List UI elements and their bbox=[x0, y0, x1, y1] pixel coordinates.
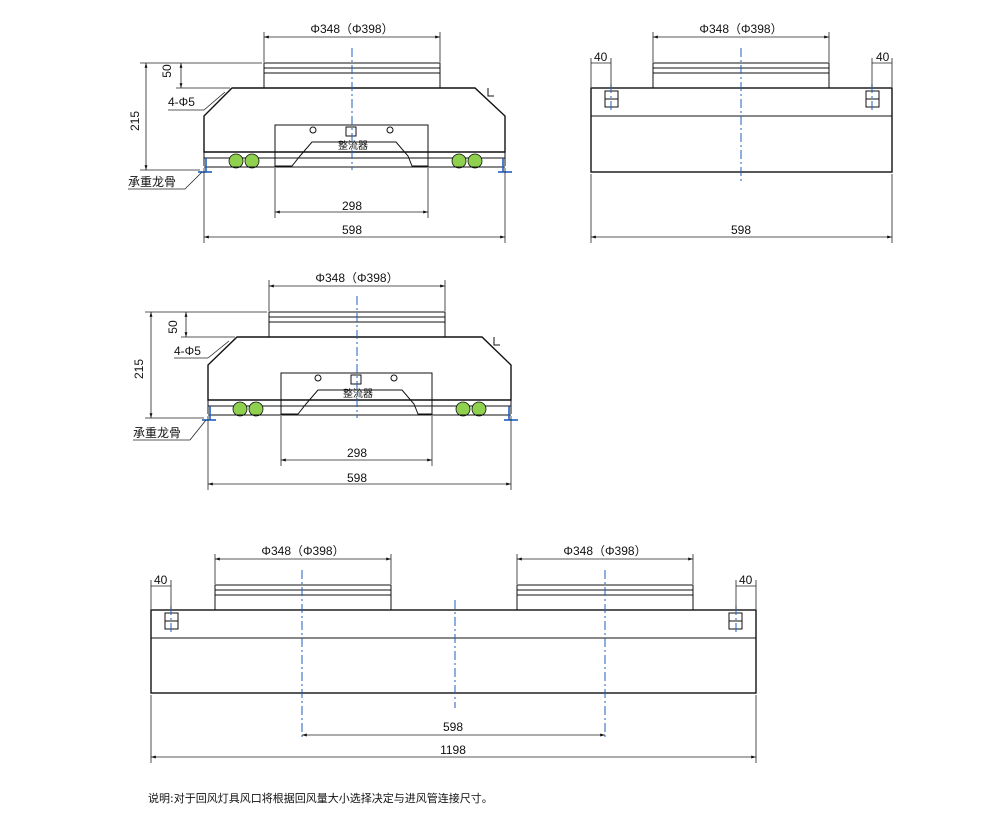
holes-label: 4-Φ5 bbox=[174, 344, 201, 358]
height-215-label: 215 bbox=[132, 359, 146, 379]
lamp-icon bbox=[451, 153, 467, 169]
total-width-label: 598 bbox=[342, 223, 362, 237]
inner-width-label: 298 bbox=[342, 199, 362, 213]
lamp-icon bbox=[228, 153, 244, 169]
total-width-label: 598 bbox=[347, 471, 367, 485]
lamp-icon bbox=[467, 153, 483, 169]
double-outlet-view: Φ348（Φ398） Φ348（Φ398） 40 40 598 1198 bbox=[150, 544, 757, 763]
height-215-label: 215 bbox=[128, 111, 142, 131]
outlet-dim-left-label: Φ348（Φ398） bbox=[261, 544, 344, 558]
right-offset-label: 40 bbox=[876, 50, 890, 64]
housing-body bbox=[150, 609, 757, 694]
lamp-icon bbox=[244, 153, 260, 169]
outlet-dim-label: Φ348（Φ398） bbox=[699, 22, 782, 36]
rectifier-label: 整流器 bbox=[338, 139, 368, 152]
side-view-a: Φ348（Φ398） 50 215 4-Φ5 整流器 承重龙骨 298 598 bbox=[128, 22, 512, 243]
support-label: 承重龙骨 bbox=[133, 426, 181, 440]
rectifier-box bbox=[280, 372, 433, 415]
outlet-dim-right-label: Φ348（Φ398） bbox=[563, 544, 646, 558]
total-width-label: 598 bbox=[731, 223, 751, 237]
left-offset-label: 40 bbox=[594, 50, 608, 64]
front-view: Φ348（Φ398） 40 40 598 bbox=[590, 22, 893, 243]
lamp-icon bbox=[248, 401, 264, 417]
outlet-dim-label: Φ348（Φ398） bbox=[315, 271, 398, 285]
rectifier-box bbox=[274, 124, 429, 167]
outlet-collar-left bbox=[214, 584, 392, 611]
lamp-icon bbox=[471, 401, 487, 417]
support-label: 承重龙骨 bbox=[128, 175, 176, 189]
rectifier-label: 整流器 bbox=[343, 387, 373, 400]
center-distance-label: 598 bbox=[443, 720, 463, 734]
side-view-b: Φ348（Φ398） 50 215 4-Φ5 整流器 承重龙骨 298 598 bbox=[132, 271, 518, 490]
left-offset-label: 40 bbox=[154, 573, 168, 587]
lamp-icon bbox=[232, 401, 248, 417]
lamp-icon bbox=[455, 401, 471, 417]
inner-width-label: 298 bbox=[347, 446, 367, 460]
height-50-label: 50 bbox=[166, 320, 180, 334]
outlet-dim-label: Φ348（Φ398） bbox=[310, 22, 393, 36]
total-width-label: 1198 bbox=[440, 743, 466, 757]
note-text: 说明:对于回风灯具风口将根据回风量大小选择决定与进风管连接尺寸。 bbox=[148, 791, 493, 805]
height-50-label: 50 bbox=[160, 64, 174, 78]
holes-label: 4-Φ5 bbox=[168, 95, 195, 109]
right-offset-label: 40 bbox=[739, 573, 753, 587]
